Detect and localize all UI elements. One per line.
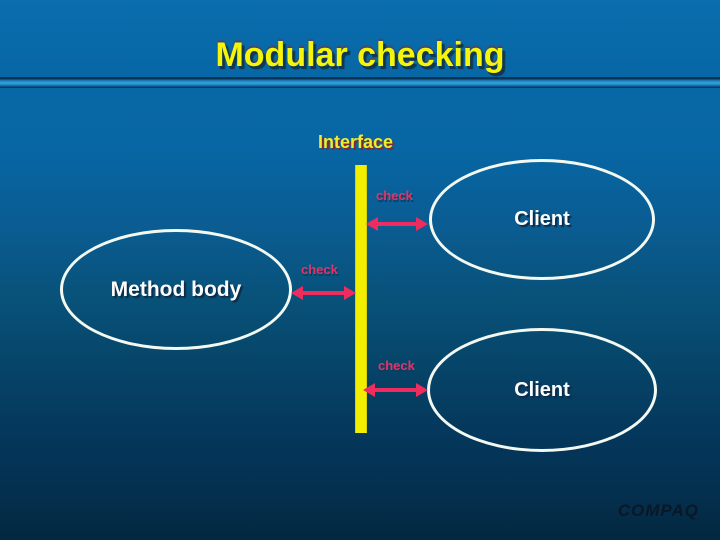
- check-label-bottom: check: [378, 358, 415, 373]
- double-arrow-icon-middle: [291, 286, 356, 300]
- title-divider-rule: [0, 77, 720, 88]
- arrow-shaft: [372, 388, 419, 392]
- slide-title: Modular checking: [215, 36, 505, 74]
- client-ellipse-bottom: Client: [427, 328, 657, 452]
- interface-bar: [355, 165, 367, 433]
- method-body-label: Method body: [110, 277, 242, 301]
- client-bottom-label: Client: [514, 378, 570, 401]
- arrow-shaft: [375, 222, 419, 226]
- client-top-label: Client: [514, 208, 570, 230]
- check-label-top: check: [376, 188, 413, 203]
- double-arrow-icon-bottom: [363, 383, 428, 397]
- double-arrow-icon-top: [366, 217, 428, 231]
- arrow-shaft: [300, 291, 347, 295]
- check-label-middle: check: [301, 262, 338, 277]
- method-body-ellipse: Method body: [60, 229, 292, 350]
- interface-label: Interface: [318, 132, 394, 152]
- client-ellipse-top: Client: [429, 159, 655, 280]
- compaq-logo: COMPAQ: [617, 501, 699, 520]
